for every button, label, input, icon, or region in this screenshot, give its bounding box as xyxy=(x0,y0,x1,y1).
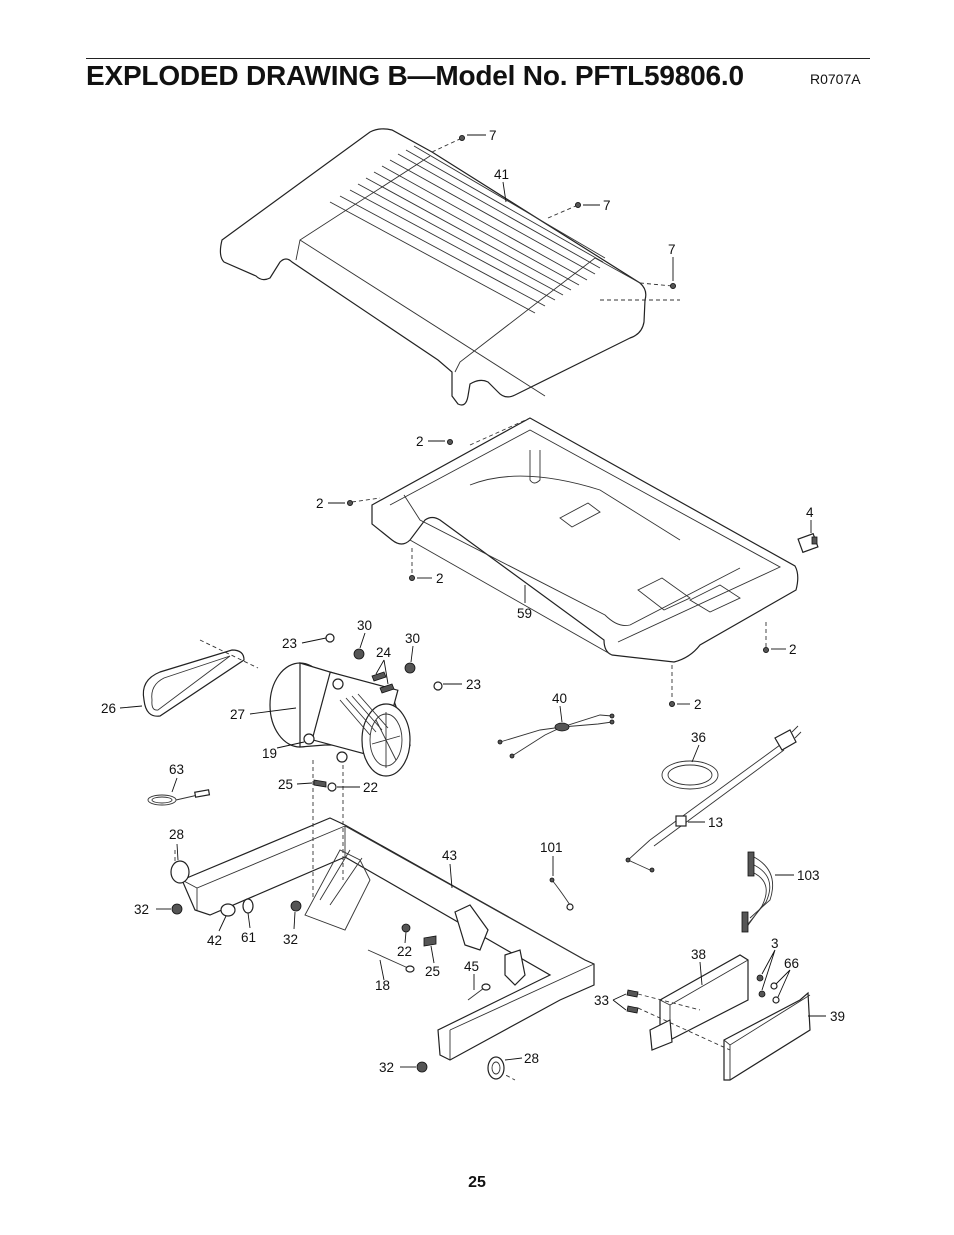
leader-lines xyxy=(119,134,826,1068)
callout-23: 23 xyxy=(282,636,297,651)
callout-4: 4 xyxy=(806,505,814,520)
reed-switch xyxy=(147,789,211,806)
callout-66: 66 xyxy=(784,956,799,971)
page-title: EXPLODED DRAWING B—Model No. PFTL59806.0 xyxy=(86,60,744,91)
callout-2: 2 xyxy=(436,571,444,586)
wire-harness xyxy=(497,713,615,759)
callout-7: 7 xyxy=(668,242,676,257)
callout-30: 30 xyxy=(357,618,372,633)
callout-41: 41 xyxy=(494,167,509,182)
callout-2: 2 xyxy=(416,434,424,449)
base-frame xyxy=(181,817,595,1061)
header-rule xyxy=(86,58,870,59)
drive-belt xyxy=(142,639,259,717)
callout-labels: 7 41 7 7 2 2 4 2 59 30 30 23 24 2 23 2 2… xyxy=(101,128,845,1075)
ground-wire xyxy=(549,877,574,911)
callout-32: 32 xyxy=(283,932,298,947)
callout-23: 23 xyxy=(466,677,481,692)
callout-2: 2 xyxy=(694,697,702,712)
callout-7: 7 xyxy=(603,198,611,213)
callout-32: 32 xyxy=(379,1060,394,1075)
callout-103: 103 xyxy=(797,868,820,883)
page-number: 25 xyxy=(468,1174,486,1191)
callout-43: 43 xyxy=(442,848,457,863)
callout-28: 28 xyxy=(169,827,184,842)
callout-25: 25 xyxy=(278,777,293,792)
circuit-breaker xyxy=(797,532,819,554)
callout-26: 26 xyxy=(101,701,116,716)
callout-42: 42 xyxy=(207,933,222,948)
callout-36: 36 xyxy=(691,730,706,745)
callout-39: 39 xyxy=(830,1009,845,1024)
motor-hood xyxy=(219,128,680,406)
callout-2: 2 xyxy=(789,642,797,657)
screws-group xyxy=(346,134,770,708)
callout-28: 28 xyxy=(524,1051,539,1066)
callout-30: 30 xyxy=(405,631,420,646)
callout-22: 22 xyxy=(363,780,378,795)
power-cord xyxy=(625,725,802,873)
callout-63: 63 xyxy=(169,762,184,777)
callout-25: 25 xyxy=(425,964,440,979)
callout-13: 13 xyxy=(708,815,723,830)
callout-61: 61 xyxy=(241,930,256,945)
motor-hardware xyxy=(313,633,443,792)
callout-22: 22 xyxy=(397,944,412,959)
callout-2: 2 xyxy=(316,496,324,511)
callout-27: 27 xyxy=(230,707,245,722)
callout-38: 38 xyxy=(691,947,706,962)
callout-18: 18 xyxy=(375,978,390,993)
interconnect-harness xyxy=(741,851,774,933)
callout-3: 3 xyxy=(771,936,779,951)
callout-24: 24 xyxy=(376,645,392,660)
hood-ribs xyxy=(329,145,606,314)
callout-101: 101 xyxy=(540,840,563,855)
controller-assembly xyxy=(626,954,811,1081)
callout-40: 40 xyxy=(552,691,567,706)
callout-32: 32 xyxy=(134,902,149,917)
drawing-code: R0707A xyxy=(810,71,861,87)
callout-19: 19 xyxy=(262,746,277,761)
callout-45: 45 xyxy=(464,959,479,974)
frame-hardware xyxy=(170,860,505,1080)
callout-59: 59 xyxy=(517,606,532,621)
hood-base xyxy=(351,417,799,700)
callout-7: 7 xyxy=(489,128,497,143)
drive-motor xyxy=(269,662,411,777)
callout-33: 33 xyxy=(594,993,609,1008)
